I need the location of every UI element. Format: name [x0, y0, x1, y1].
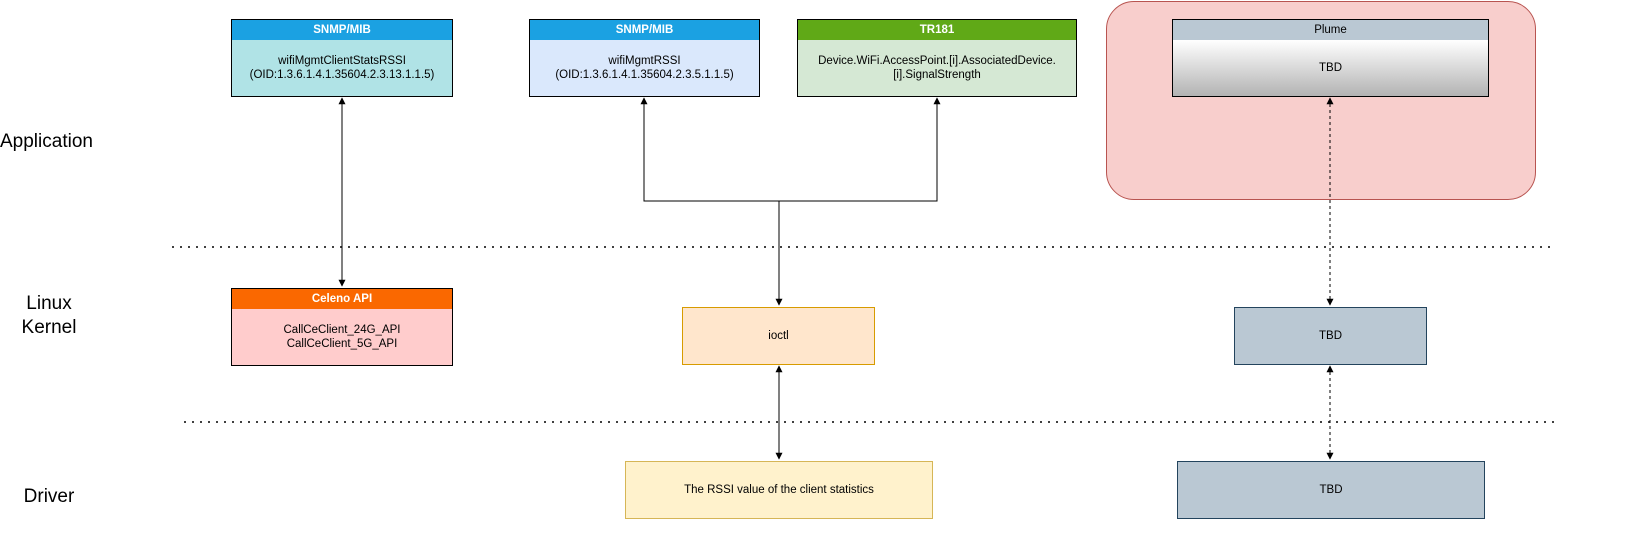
- tr181-body: Device.WiFi.AccessPoint.[i].AssociatedDe…: [798, 40, 1076, 96]
- plume-app-header: Plume: [1173, 20, 1488, 40]
- connector-ioctl-to-snmp-rssi: [640, 97, 783, 306]
- snmp-client-stats-header: SNMP/MIB: [232, 20, 452, 40]
- rssi-value-box: The RSSI value of the client statistics: [625, 461, 933, 519]
- plume-kernel-box: TBD: [1234, 307, 1427, 365]
- snmp-client-stats-body: wifiMgmtClientStatsRSSI (OID:1.3.6.1.4.1…: [232, 40, 452, 96]
- ioctl-box: ioctl: [682, 307, 875, 365]
- plume-app-body: TBD: [1173, 40, 1488, 96]
- snmp-rssi-header: SNMP/MIB: [530, 20, 759, 40]
- tr181-header: TR181: [798, 20, 1076, 40]
- celeno-api-box: Celeno API CallCeClient_24G_API CallCeCl…: [231, 288, 453, 366]
- connector-ioctl-to-tr181: [779, 97, 941, 202]
- snmp-client-stats-box: SNMP/MIB wifiMgmtClientStatsRSSI (OID:1.…: [231, 19, 453, 97]
- celeno-api-header: Celeno API: [232, 289, 452, 309]
- snmp-rssi-body: wifiMgmtRSSI (OID:1.3.6.1.4.1.35604.2.3.…: [530, 40, 759, 96]
- layer-label-application: Application: [0, 131, 93, 152]
- plume-driver-box: TBD: [1177, 461, 1485, 519]
- layer-label-linux-kernel: Linux Kernel: [21, 293, 77, 338]
- celeno-api-body: CallCeClient_24G_API CallCeClient_5G_API: [232, 309, 452, 365]
- tr181-box: TR181 Device.WiFi.AccessPoint.[i].Associ…: [797, 19, 1077, 97]
- plume-app-box: Plume TBD: [1172, 19, 1489, 97]
- snmp-rssi-box: SNMP/MIB wifiMgmtRSSI (OID:1.3.6.1.4.1.3…: [529, 19, 760, 97]
- layer-label-driver: Driver: [23, 486, 75, 507]
